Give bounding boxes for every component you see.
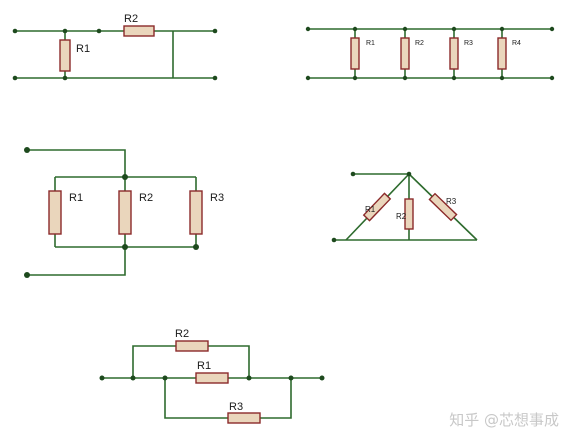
- circuit-2-wires: [308, 28, 552, 79]
- circuit-4-resistor-r1: [362, 192, 392, 222]
- circuit-3-label-r3: R3: [210, 192, 224, 204]
- circuit-5-label-r2: R2: [175, 328, 189, 340]
- circuit-5: R2 R1 R3: [99, 328, 325, 424]
- circuit-1: R1 R2: [12, 13, 218, 81]
- circuit-4-nodes: [331, 171, 412, 243]
- circuit-5-nodes: [99, 375, 325, 381]
- circuit-3-label-r2: R2: [139, 192, 153, 204]
- circuit-4-resistor-r3: [428, 192, 458, 222]
- circuit-2-resistor-r1: [350, 37, 360, 70]
- circuit-4-label-r1: R1: [365, 205, 376, 214]
- circuit-5-label-r1: R1: [197, 360, 211, 372]
- circuit-5-resistor-r1: [195, 372, 229, 384]
- circuit-2-label-r2: R2: [415, 40, 424, 47]
- circuit-3-label-r1: R1: [69, 192, 83, 204]
- circuit-2-resistor-r2: [400, 37, 410, 70]
- circuit-2-resistor-r3: [449, 37, 459, 70]
- circuit-3: R1 R2 R3: [24, 147, 224, 278]
- circuit-3-resistor-r2: [118, 190, 132, 235]
- circuit-5-resistor-r2: [175, 340, 209, 352]
- circuit-4-resistor-r2: [404, 198, 414, 230]
- circuit-3-nodes: [24, 147, 199, 278]
- circuit-4-label-r2: R2: [396, 212, 407, 221]
- circuit-2-label-r4: R4: [512, 40, 521, 47]
- circuit-3-resistor-r1: [48, 190, 62, 235]
- circuit-5-label-r3: R3: [229, 401, 243, 413]
- circuit-1-resistor-r1: [59, 39, 71, 72]
- circuit-1-resistor-r2: [123, 25, 155, 37]
- circuit-4-label-r3: R3: [446, 197, 457, 206]
- circuit-2: R1 R2 R3 R4: [305, 26, 555, 81]
- circuit-2-label-r3: R3: [464, 40, 473, 47]
- circuit-5-resistor-r3: [227, 412, 261, 424]
- circuit-2-label-r1: R1: [366, 40, 375, 47]
- circuit-1-wires: [15, 30, 215, 79]
- circuit-2-resistor-r4: [497, 37, 507, 70]
- circuit-2-nodes: [305, 26, 555, 81]
- watermark: 知乎 @芯想事成: [449, 411, 559, 429]
- circuit-1-nodes: [12, 28, 218, 81]
- circuit-1-label-r1: R1: [76, 43, 90, 55]
- circuit-1-label-r2: R2: [124, 13, 138, 25]
- circuit-3-resistor-r3: [189, 190, 203, 235]
- circuit-4: R1 R2 R3: [331, 171, 478, 243]
